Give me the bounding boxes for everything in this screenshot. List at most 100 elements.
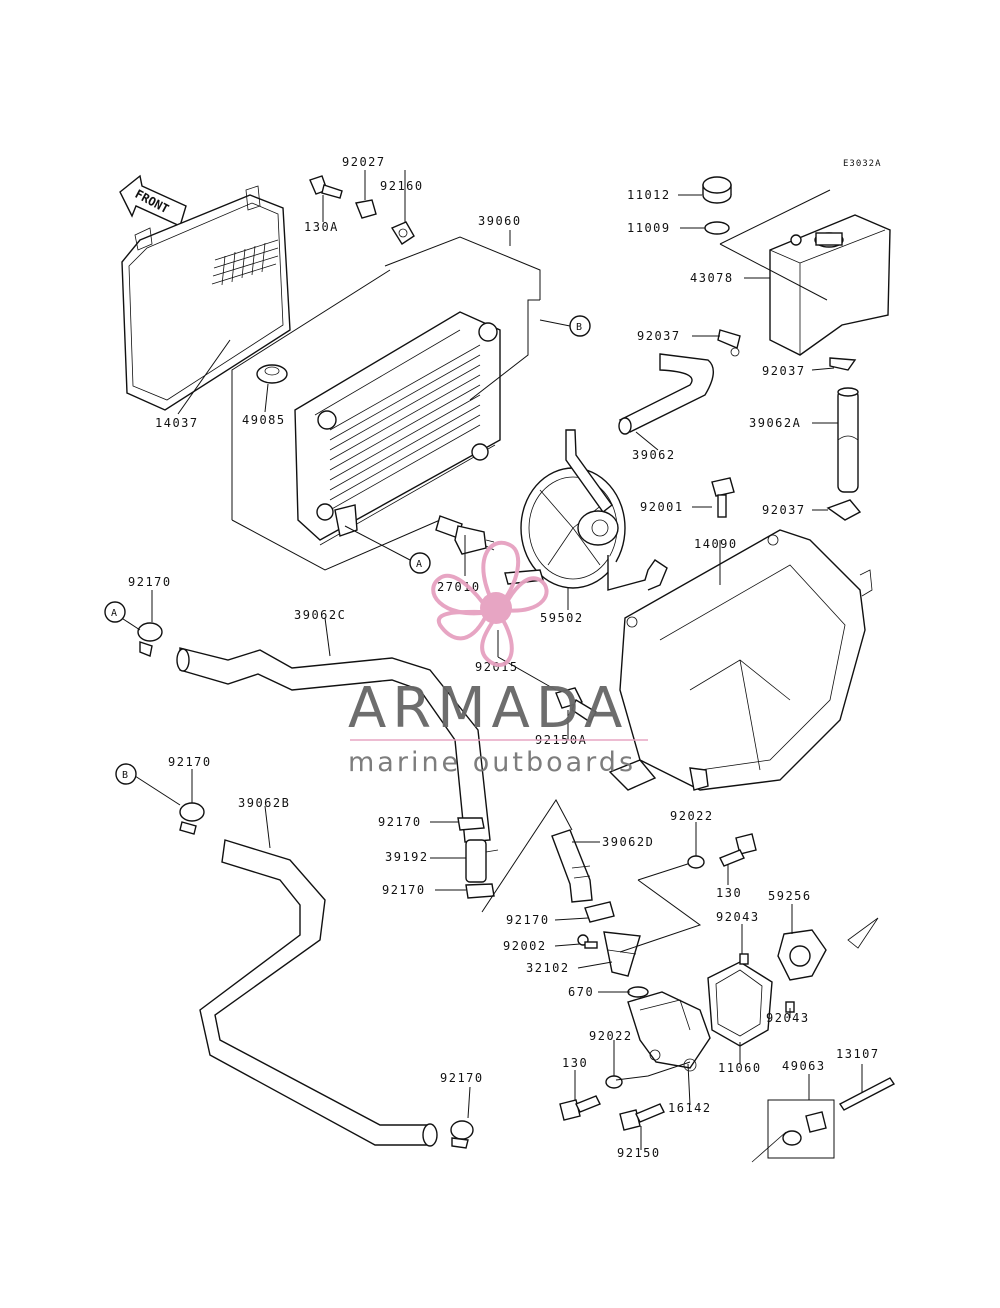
clamp-92170-f [450,1120,474,1149]
clamp-92170-a [137,622,163,657]
label-39062D: 39062D [602,835,654,849]
part-labels: 92027 92160 130A 39060 11012 11009 43078… [128,155,880,1160]
watermark-brand: ARMADA [348,676,628,741]
diagram-code: E3032A [843,159,882,169]
reservoir-leader-lines [719,189,831,301]
ref-circle-b-left: B [115,763,137,785]
clamp-92037-b [829,357,857,371]
cooling-fan [504,429,668,591]
label-14090: 14090 [694,537,738,551]
label-92015: 92015 [475,660,519,674]
radiator-bracket-lines [231,236,541,571]
label-43078: 43078 [690,271,734,285]
label-92170-d: 92170 [382,883,426,897]
clamp-92170-d [465,883,495,899]
label-11012: 11012 [627,188,671,202]
clamp-92170-b [179,802,205,835]
label-39060: 39060 [478,214,522,228]
hose-39062 [618,353,714,435]
fan-shroud-14090 [608,529,873,791]
label-92037-b: 92037 [762,364,806,378]
propeller-logo [431,540,549,667]
label-130-b: 130 [562,1056,588,1070]
clamp-92170-c [457,817,485,831]
label-92043-a: 92043 [716,910,760,924]
label-92037-c: 92037 [762,503,806,517]
water-pipe-32102 [603,931,641,977]
watermark-tagline: marine outboards [348,747,636,778]
label-92037-a: 92037 [637,329,681,343]
clamp-92037-c [826,499,862,521]
label-92160: 92160 [380,179,424,193]
label-16142: 16142 [668,1101,712,1115]
label-92043-b: 92043 [766,1011,810,1025]
label-59502: 59502 [540,611,584,625]
label-130A: 130A [304,220,339,234]
label-130-a: 130 [716,886,742,900]
label-39192: 39192 [385,850,429,864]
label-92150: 92150 [617,1146,661,1160]
radiator [294,311,501,546]
label-39062C: 39062C [294,608,346,622]
hose-39062B [199,839,438,1147]
label-92170-e: 92170 [506,913,550,927]
leader-lines [116,170,863,1150]
ref-circle-a-radiator: A [344,525,431,574]
shaft-13107 [838,1077,896,1111]
dowel-92043-a [739,953,749,965]
washer-92022-b [605,1075,623,1089]
label-11060: 11060 [718,1061,762,1075]
label-92170-a: 92170 [128,575,172,589]
label-92001: 92001 [640,500,684,514]
label-32102: 32102 [526,961,570,975]
label-92022-b: 92022 [589,1029,633,1043]
hose-39062A [837,387,859,493]
watermark: ARMADA marine outboards [348,540,648,778]
front-arrow: FRONT [119,174,187,227]
bolt-92001 [711,477,735,518]
clamp-92037-a [717,329,741,357]
water-pump-body [627,991,711,1072]
bolt-92002 [577,934,598,949]
svg-text:B: B [576,322,582,333]
fan-switch-27010 [435,515,495,555]
joint-39192 [465,839,499,883]
o-ring-670 [627,986,649,998]
bolt-130A [309,175,343,199]
label-92170-b: 92170 [168,755,212,769]
label-39062: 39062 [632,448,676,462]
label-92022-a: 92022 [670,809,714,823]
hose-39062C [176,647,491,843]
label-92027: 92027 [342,155,386,169]
label-92002: 92002 [503,939,547,953]
radiator-cap [256,364,288,384]
bolt-92150A [555,687,597,723]
gasket-11060 [707,961,773,1047]
label-13107: 13107 [836,1047,880,1061]
label-92170-f: 92170 [440,1071,484,1085]
label-14037: 14037 [155,416,199,430]
ref-circle-b-top: B [539,315,591,337]
impeller-59256 [777,917,879,981]
bolt-92150 [619,1103,665,1131]
seal-kit-49063 [751,1099,835,1163]
reservoir-cap-11012 [702,176,732,204]
label-59256: 59256 [768,889,812,903]
label-11009: 11009 [627,221,671,235]
label-49063: 49063 [782,1059,826,1073]
label-27010: 27010 [437,580,481,594]
pump-leader-lines [615,1061,691,1106]
grommet-92027 [355,199,377,219]
svg-text:B: B [122,770,128,781]
label-39062A: 39062A [749,416,801,430]
gasket-11009 [704,221,730,235]
hose-39062D-leader-box [481,799,573,913]
damper-92160 [390,221,415,245]
washer-92022-a [687,855,705,869]
label-39062B: 39062B [238,796,290,810]
label-92170-c: 92170 [378,815,422,829]
label-670: 670 [568,985,594,999]
hose-39062D [551,829,593,903]
reservoir-tank [769,214,891,356]
